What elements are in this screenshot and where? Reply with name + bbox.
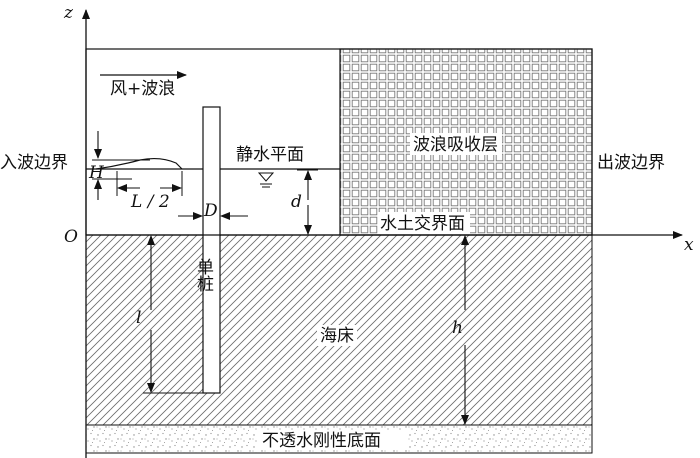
interface-label: 水土交界面 [380, 214, 465, 234]
water-depth-symbol: d [291, 192, 302, 212]
inlet-boundary-label: 入波边界 [0, 153, 68, 173]
water-level-symbol [257, 172, 275, 188]
bottom-label-bg [258, 430, 408, 450]
embed-length-symbol: l [136, 308, 141, 328]
interface-label-bg [378, 212, 470, 234]
outlet-boundary-label: 出波边界 [597, 153, 665, 173]
seabed-label-bg [317, 325, 357, 346]
seabed-label: 海床 [320, 326, 354, 346]
wind-wave-label: 风+波浪 [110, 79, 175, 99]
x-axis-label: x [684, 235, 694, 255]
bottom-label: 不透水刚性底面 [262, 431, 381, 451]
absorption-layer-label: 波浪吸收层 [413, 135, 498, 155]
monopile [202, 106, 221, 394]
z-axis-label: z [63, 3, 74, 23]
half-wavelength-symbol: L / 2 [130, 192, 170, 212]
pile-label: 单桩 [193, 258, 214, 292]
absorption-label-bg [410, 133, 502, 155]
seabed-thickness-symbol: h [452, 318, 463, 338]
pile-diameter-symbol: D [203, 201, 218, 221]
wave-height-symbol: H [88, 163, 105, 183]
still-water-label: 静水平面 [236, 145, 304, 165]
origin-label: O [64, 227, 78, 247]
